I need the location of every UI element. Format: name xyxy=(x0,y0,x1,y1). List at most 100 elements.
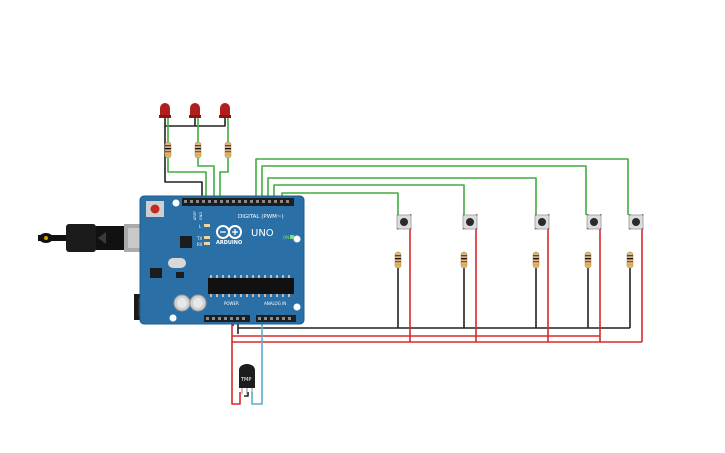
push-button-5[interactable] xyxy=(628,214,644,230)
header-pin xyxy=(238,200,241,203)
mounting-hole xyxy=(293,235,301,243)
header-pin xyxy=(226,200,229,203)
header-pin xyxy=(276,317,279,320)
rx-led xyxy=(204,242,210,245)
mounting-hole xyxy=(293,303,301,311)
led-icon xyxy=(160,103,170,116)
digital-label: DIGITAL (PWM~) xyxy=(238,214,284,220)
header-pin xyxy=(264,317,267,320)
resistor-led-3[interactable] xyxy=(224,141,232,159)
header-pin xyxy=(224,317,227,320)
header-pin xyxy=(258,317,261,320)
header-pin xyxy=(218,317,221,320)
button-cap-icon xyxy=(466,218,474,226)
header-pin xyxy=(274,200,277,203)
resistor-button-4[interactable] xyxy=(584,251,592,269)
push-button-2[interactable] xyxy=(462,214,478,230)
model-label: UNO xyxy=(251,228,274,239)
temperature-sensor[interactable]: TMP xyxy=(239,364,255,394)
wire-tmp-power[interactable] xyxy=(231,342,241,405)
resistor-button-3[interactable] xyxy=(532,251,540,269)
wire-r1-pin[interactable] xyxy=(167,158,207,198)
gnd-label: GND xyxy=(199,212,203,220)
push-button-1[interactable] xyxy=(396,214,412,230)
header-pin xyxy=(236,317,239,320)
resistor-button-5[interactable] xyxy=(626,251,634,269)
crystal xyxy=(168,258,186,268)
header-pin xyxy=(214,200,217,203)
button-cap-icon xyxy=(632,218,640,226)
push-button-4[interactable] xyxy=(586,214,602,230)
header-pin xyxy=(202,200,205,203)
l-led xyxy=(204,224,210,227)
on-led xyxy=(290,235,294,239)
led-3[interactable] xyxy=(219,103,231,118)
mounting-hole xyxy=(172,199,180,207)
header-pin xyxy=(250,200,253,203)
header-pin xyxy=(256,200,259,203)
header-pin xyxy=(196,200,199,203)
led-icon xyxy=(220,103,230,116)
tx-led xyxy=(204,236,210,239)
arduino-uno-board[interactable]: DIGITAL (PWM~) AREF GND ARDUINO UNO ON L… xyxy=(139,195,305,325)
header-pin xyxy=(208,200,211,203)
header-pin xyxy=(206,317,209,320)
header-pin xyxy=(220,200,223,203)
wires xyxy=(164,118,643,405)
resistors xyxy=(164,141,634,269)
atmega-chip xyxy=(208,275,294,297)
push-button-3[interactable] xyxy=(534,214,550,230)
l-label: L xyxy=(199,224,202,229)
led-1[interactable] xyxy=(159,103,171,118)
button-cap-icon xyxy=(538,218,546,226)
button-cap-icon xyxy=(590,218,598,226)
header-pin xyxy=(230,317,233,320)
wire-led-ground[interactable] xyxy=(164,118,226,198)
header-pin xyxy=(288,317,291,320)
wire-tmp-signal[interactable] xyxy=(251,318,263,405)
header-pin xyxy=(212,317,215,320)
wire-r3-pin[interactable] xyxy=(219,158,229,198)
arduino-logo-icon xyxy=(216,225,242,239)
wire-button5-signal[interactable] xyxy=(255,158,629,215)
header-pin xyxy=(184,200,187,203)
header-pin xyxy=(242,317,245,320)
header-pin xyxy=(262,200,265,203)
wire-button4-signal[interactable] xyxy=(261,165,587,215)
wire-r2-pin[interactable] xyxy=(197,158,215,198)
header-pin xyxy=(286,200,289,203)
brand-label: ARDUINO xyxy=(216,240,242,246)
tmp-label: TMP xyxy=(240,377,251,383)
header-pin xyxy=(244,200,247,203)
wire-button2-signal[interactable] xyxy=(273,184,465,215)
resistor-button-1[interactable] xyxy=(394,251,402,269)
header-pin xyxy=(232,200,235,203)
usb-chip xyxy=(180,236,192,248)
voltage-regulator xyxy=(150,268,162,278)
digital-pins xyxy=(184,200,289,203)
resistor-button-2[interactable] xyxy=(460,251,468,269)
leds xyxy=(159,103,231,118)
header-pin xyxy=(268,200,271,203)
wire-button3-signal[interactable] xyxy=(267,177,537,215)
analog-label: ANALOG IN xyxy=(264,301,286,306)
power-label: POWER xyxy=(224,301,239,306)
rx-label: RX xyxy=(197,242,203,247)
reset-button[interactable] xyxy=(146,201,164,217)
push-buttons xyxy=(396,214,644,230)
resistor-led-2[interactable] xyxy=(194,141,202,159)
led-icon xyxy=(190,103,200,116)
resistor-led-1[interactable] xyxy=(164,141,172,159)
aref-label: AREF xyxy=(193,211,197,220)
capacitors xyxy=(173,294,207,312)
tx-label: TX xyxy=(196,236,202,241)
led-2[interactable] xyxy=(189,103,201,118)
header-pin xyxy=(280,200,283,203)
header-pin xyxy=(282,317,285,320)
header-pin xyxy=(190,200,193,203)
wire-tmp-ground[interactable] xyxy=(237,328,249,397)
on-label: ON xyxy=(283,235,289,240)
button-cap-icon xyxy=(400,218,408,226)
header-pin xyxy=(270,317,273,320)
